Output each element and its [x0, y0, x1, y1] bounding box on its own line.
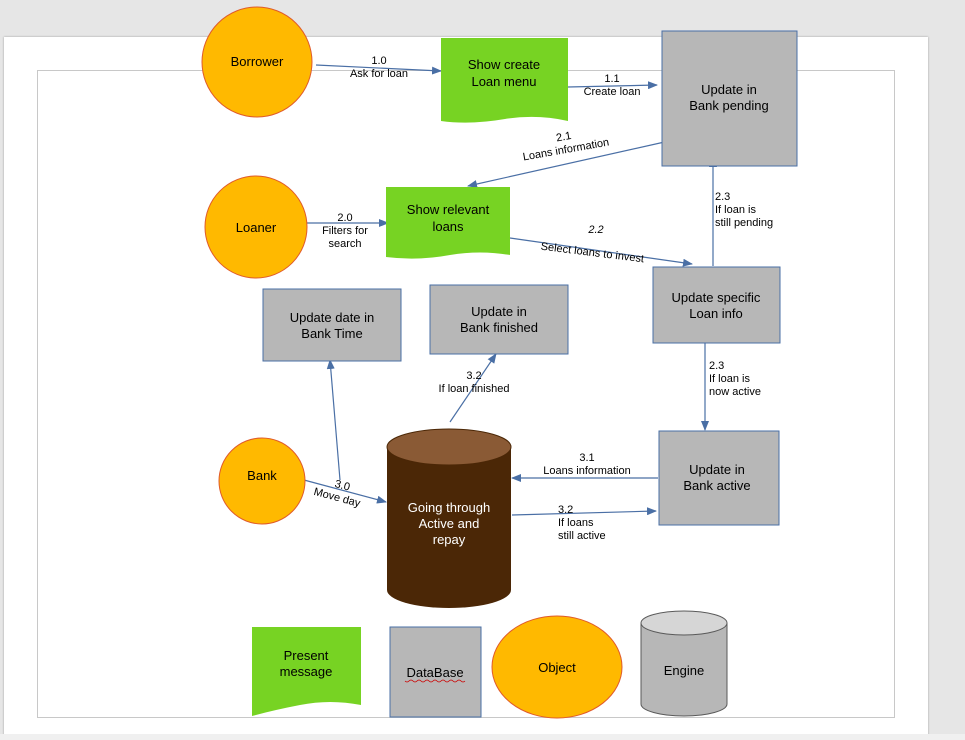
flow-arrow-3-2-active [511, 507, 657, 516]
store-update-bank-finished-line2: Bank finished [460, 320, 538, 335]
flow-label-3-2-active-line1: If loans [558, 517, 594, 529]
flow-arrow-2-2 [509, 237, 693, 267]
store-update-specific-loan-info-line1: Update specific [672, 290, 761, 305]
entity-loaner: Loaner [204, 175, 308, 279]
flow-arrow-1-0 [315, 64, 442, 75]
flow-label-2-3-pending-number: 2.3 [715, 191, 730, 203]
engine-going-through-active-and-repay: Going through Active and repay [386, 428, 512, 608]
flow-label-2-1-number: 2.1 [555, 130, 572, 144]
entity-bank: Bank [218, 437, 306, 525]
flow-arrow-3-0-time [326, 359, 341, 481]
engine-going-through-line3: repay [433, 532, 466, 547]
flow-label-2-3-active-line1: If loan is [709, 373, 750, 385]
flow-label-3-1: 3.1 Loans information [543, 452, 630, 477]
flow-label-2-3-pending-line2: still pending [715, 217, 773, 229]
legend-present-message-line2: message [280, 664, 333, 679]
flow-label-3-2-finished: 3.2 If loan finished [439, 370, 510, 395]
bottom-scroll-strip [0, 734, 965, 740]
process-show-relevant-loans-line2: loans [432, 219, 464, 234]
store-update-bank-pending: Update in Bank pending [661, 30, 798, 167]
legend-database: DataBase [389, 626, 482, 718]
store-update-bank-pending-line1: Update in [701, 82, 757, 97]
flow-arrow-3-0 [303, 479, 387, 504]
legend-object: Object [491, 615, 623, 719]
store-update-specific-loan-info: Update specific Loan info [652, 266, 781, 344]
flow-label-1-1-number: 1.1 [604, 73, 619, 85]
legend-engine: Engine [640, 610, 728, 717]
flow-label-2-0: 2.0 Filters for search [322, 212, 368, 250]
flow-label-3-2-finished-number: 3.2 [466, 370, 481, 382]
engine-going-through-line1: Going through [408, 500, 490, 515]
flow-label-2-0-line2: search [328, 238, 361, 250]
legend-engine-label: Engine [664, 663, 704, 678]
flow-label-1-0-text: Ask for loan [350, 68, 408, 80]
flow-label-2-0-line1: Filters for [322, 225, 368, 237]
legend-object-label: Object [538, 660, 576, 675]
process-show-create-loan-menu: Show create Loan menu [441, 38, 568, 123]
spellcheck-underline [404, 679, 466, 683]
flow-label-3-1-text: Loans information [543, 465, 630, 477]
flow-label-2-2-number: 2.2 [587, 224, 603, 236]
store-update-specific-loan-info-line2: Loan info [689, 306, 743, 321]
process-show-create-loan-menu-line1: Show create [468, 57, 540, 72]
legend-database-label: DataBase [406, 665, 463, 680]
flow-label-2-2-text: Select loans to invest [540, 241, 645, 266]
flow-label-3-1-number: 3.1 [579, 452, 594, 464]
store-update-bank-pending-line2: Bank pending [689, 98, 769, 113]
flow-label-3-0-number: 3.0 [333, 478, 351, 494]
flow-arrow-3-2-finished [449, 353, 497, 423]
flow-label-3-2-finished-text: If loan finished [439, 383, 510, 395]
flow-label-2-3-pending: 2.3 If loan is still pending [715, 191, 773, 229]
flow-label-2-0-number: 2.0 [337, 212, 352, 224]
flow-label-3-2-active-line2: still active [558, 530, 606, 542]
flow-arrow-1-1 [567, 81, 658, 90]
entity-borrower-label: Borrower [231, 54, 284, 69]
store-update-date-bank-time-line2: Bank Time [301, 326, 362, 341]
legend-present-message-line1: Present [284, 648, 329, 663]
flow-label-2-3-active-line2: now active [709, 386, 761, 398]
flow-arrow-2-1 [467, 140, 670, 188]
flow-label-2-2: 2.2 Select loans to invest [540, 224, 645, 265]
process-show-relevant-loans-line1: Show relevant [407, 202, 490, 217]
entity-loaner-label: Loaner [236, 220, 277, 235]
engine-going-through-line2: Active and [419, 516, 480, 531]
flow-label-2-3-pending-line1: If loan is [715, 204, 756, 216]
process-show-create-loan-menu-line2: Loan menu [471, 74, 536, 89]
store-update-bank-active-line2: Bank active [683, 478, 750, 493]
flow-label-1-1: 1.1 Create loan [584, 73, 641, 98]
flow-label-3-2-active-number: 3.2 [558, 504, 573, 516]
flow-label-2-3-active-number: 2.3 [709, 360, 724, 372]
store-update-bank-finished-line1: Update in [471, 304, 527, 319]
legend-present-message: Present message [252, 627, 361, 716]
entity-borrower: Borrower [201, 6, 313, 118]
store-update-date-bank-time: Update date in Bank Time [262, 288, 402, 362]
process-show-relevant-loans: Show relevant loans [386, 187, 510, 259]
entity-bank-label: Bank [247, 468, 277, 483]
flow-label-2-3-active: 2.3 If loan is now active [709, 360, 761, 398]
store-update-bank-active-line1: Update in [689, 462, 745, 477]
store-update-date-bank-time-line1: Update date in [290, 310, 375, 325]
flow-label-1-0: 1.0 Ask for loan [350, 55, 408, 80]
store-update-bank-active: Update in Bank active [658, 430, 780, 526]
flow-label-1-1-text: Create loan [584, 86, 641, 98]
flow-label-3-0: 3.0 Move day [312, 478, 362, 510]
flow-label-1-0-number: 1.0 [371, 55, 386, 67]
store-update-bank-finished: Update in Bank finished [429, 284, 569, 355]
flow-label-3-2-active: 3.2 If loans still active [558, 504, 606, 542]
